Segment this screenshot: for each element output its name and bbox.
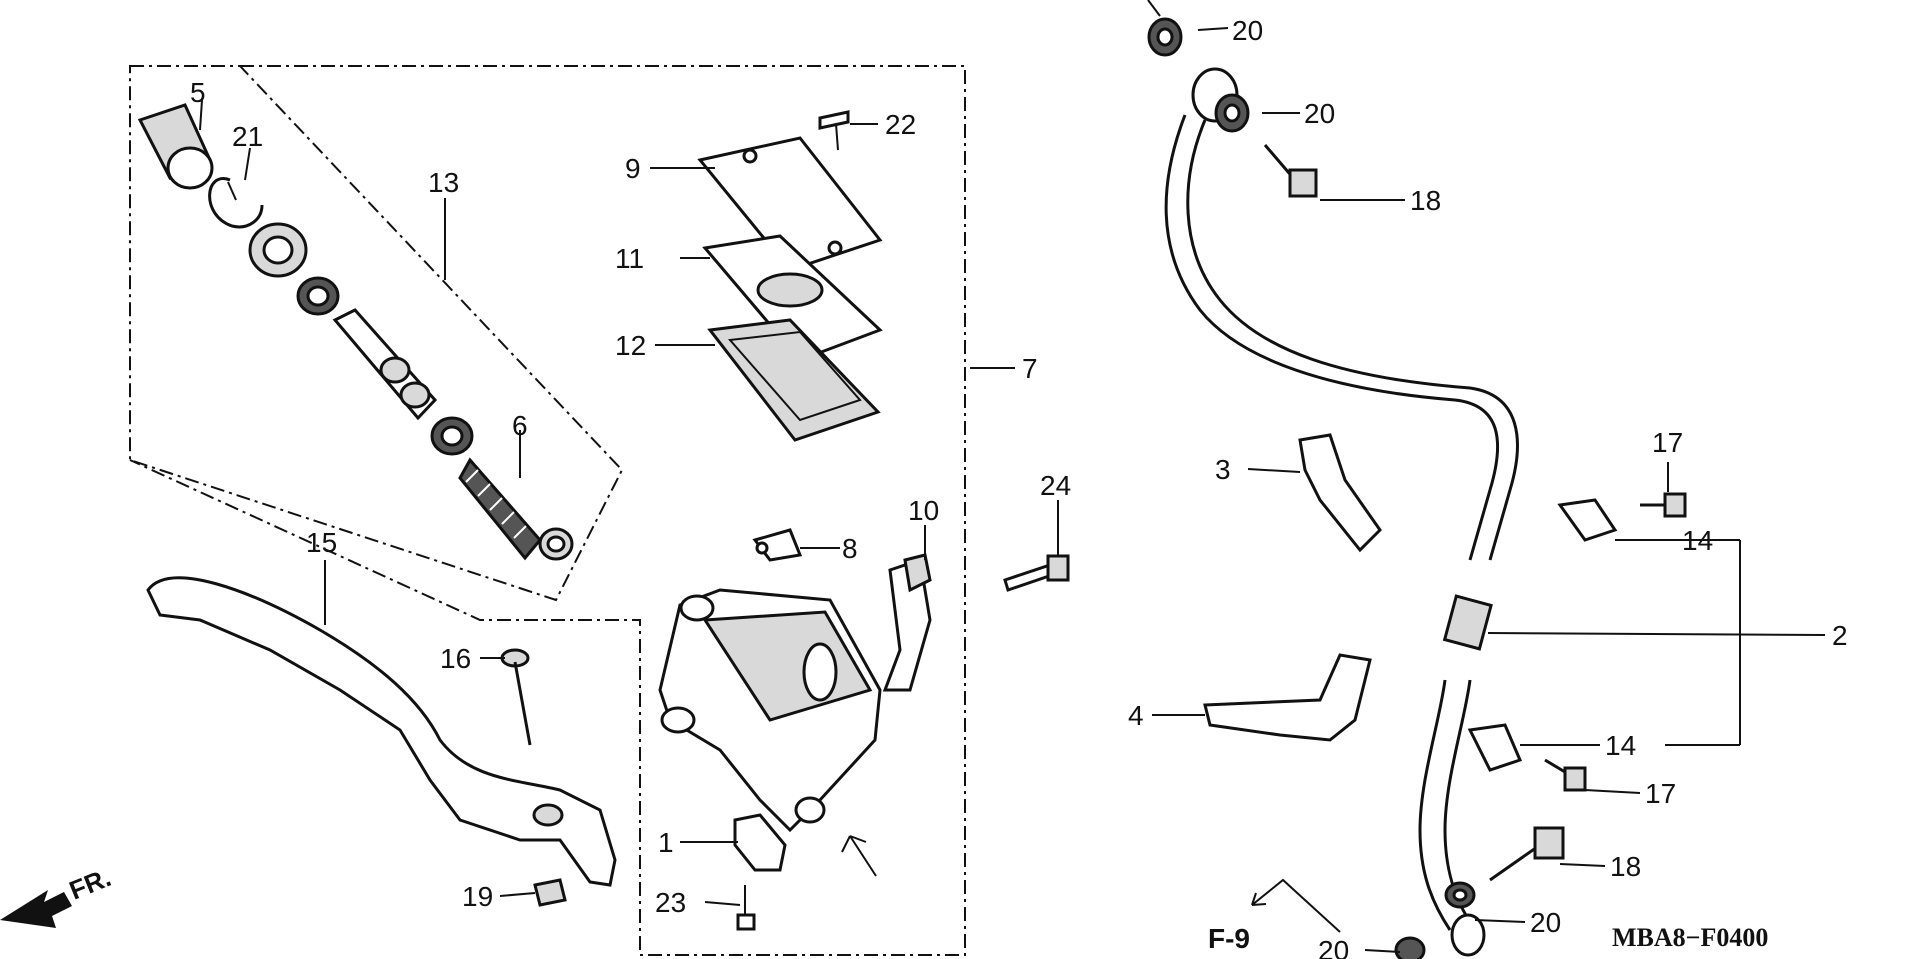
- bracket-4: [1203, 653, 1372, 742]
- callout-18a: 18: [1410, 185, 1441, 216]
- bolt-17a: [1640, 492, 1687, 518]
- assembly-7-boundary: [129, 65, 966, 956]
- piston-boot: [137, 103, 214, 190]
- cap-plate: [702, 234, 883, 362]
- callout-15: 15: [306, 527, 337, 558]
- direction-arrow: [841, 835, 877, 877]
- callout-11: 11: [615, 243, 644, 274]
- pivot-nut: [533, 878, 567, 907]
- callout-12: 12: [615, 330, 646, 361]
- callout-13: 13: [428, 167, 459, 198]
- brake-lever: [146, 576, 617, 887]
- bracket-3: [1298, 433, 1382, 553]
- callout-20a: 20: [1232, 15, 1263, 46]
- callout-10: 10: [908, 495, 939, 526]
- callout-18b: 18: [1610, 851, 1641, 882]
- holder-clamp: [882, 553, 932, 692]
- leader-lines: [199, 0, 1826, 953]
- callout-4: 4: [1128, 700, 1144, 731]
- bolt-18b: [1489, 826, 1565, 882]
- secondary-cup: [430, 416, 474, 456]
- callout-24: 24: [1040, 470, 1071, 501]
- callout-5: 5: [190, 77, 206, 108]
- pivot-bolt-24: [1003, 554, 1070, 592]
- pivot-bolt-16: [500, 648, 532, 746]
- front-arrow-icon: [0, 890, 72, 928]
- reference-label: F-9: [1208, 923, 1250, 954]
- hose-clamp-14b: [1467, 723, 1523, 772]
- callout-3: 3: [1215, 454, 1231, 485]
- callout-14b: 14: [1605, 730, 1636, 761]
- callout-20b: 20: [1304, 98, 1335, 129]
- switch-clip: [752, 528, 803, 562]
- callout-20d: 20: [1318, 935, 1349, 959]
- callout-19: 19: [462, 881, 493, 912]
- brake-light-switch: [733, 813, 787, 872]
- callout-7: 7: [1022, 353, 1038, 384]
- primary-cup: [296, 276, 340, 316]
- piston-seal-washer: [248, 222, 308, 278]
- kit-13-boundary: [129, 65, 624, 602]
- end-seal: [538, 527, 574, 561]
- hose-clamp-14a: [1557, 498, 1618, 542]
- callout-14a: 14: [1682, 525, 1713, 556]
- switch-screw: [736, 885, 756, 931]
- callout-16: 16: [440, 643, 471, 674]
- callout-8: 8: [842, 533, 858, 564]
- bolt-18a: [1263, 144, 1318, 198]
- callout-23: 23: [655, 887, 686, 918]
- callout-1: 1: [658, 827, 674, 858]
- callout-6: 6: [512, 410, 528, 441]
- callout-17a: 17: [1652, 427, 1683, 458]
- callout-2: 2: [1832, 620, 1848, 651]
- washer-20c: [1444, 881, 1476, 909]
- reservoir-cap: [697, 136, 883, 272]
- front-marker-label: FR.: [65, 862, 115, 906]
- callout-17b: 17: [1645, 778, 1676, 809]
- piston: [332, 308, 438, 421]
- washer-20a: [1147, 17, 1183, 57]
- callout-22: 22: [885, 109, 916, 140]
- washer-20b: [1214, 93, 1250, 133]
- bolt-17b: [1544, 758, 1587, 792]
- master-cylinder-body: [658, 588, 882, 833]
- callout-21: 21: [232, 121, 263, 152]
- drawing-code: MBA8−F0400: [1612, 923, 1768, 952]
- snap-ring: [208, 177, 264, 229]
- washer-20d: [1394, 936, 1426, 959]
- cover-screw: [818, 110, 850, 151]
- callout-20c: 20: [1530, 907, 1561, 938]
- spring: [458, 457, 542, 561]
- callout-9: 9: [625, 153, 641, 184]
- diaphragm: [707, 318, 881, 442]
